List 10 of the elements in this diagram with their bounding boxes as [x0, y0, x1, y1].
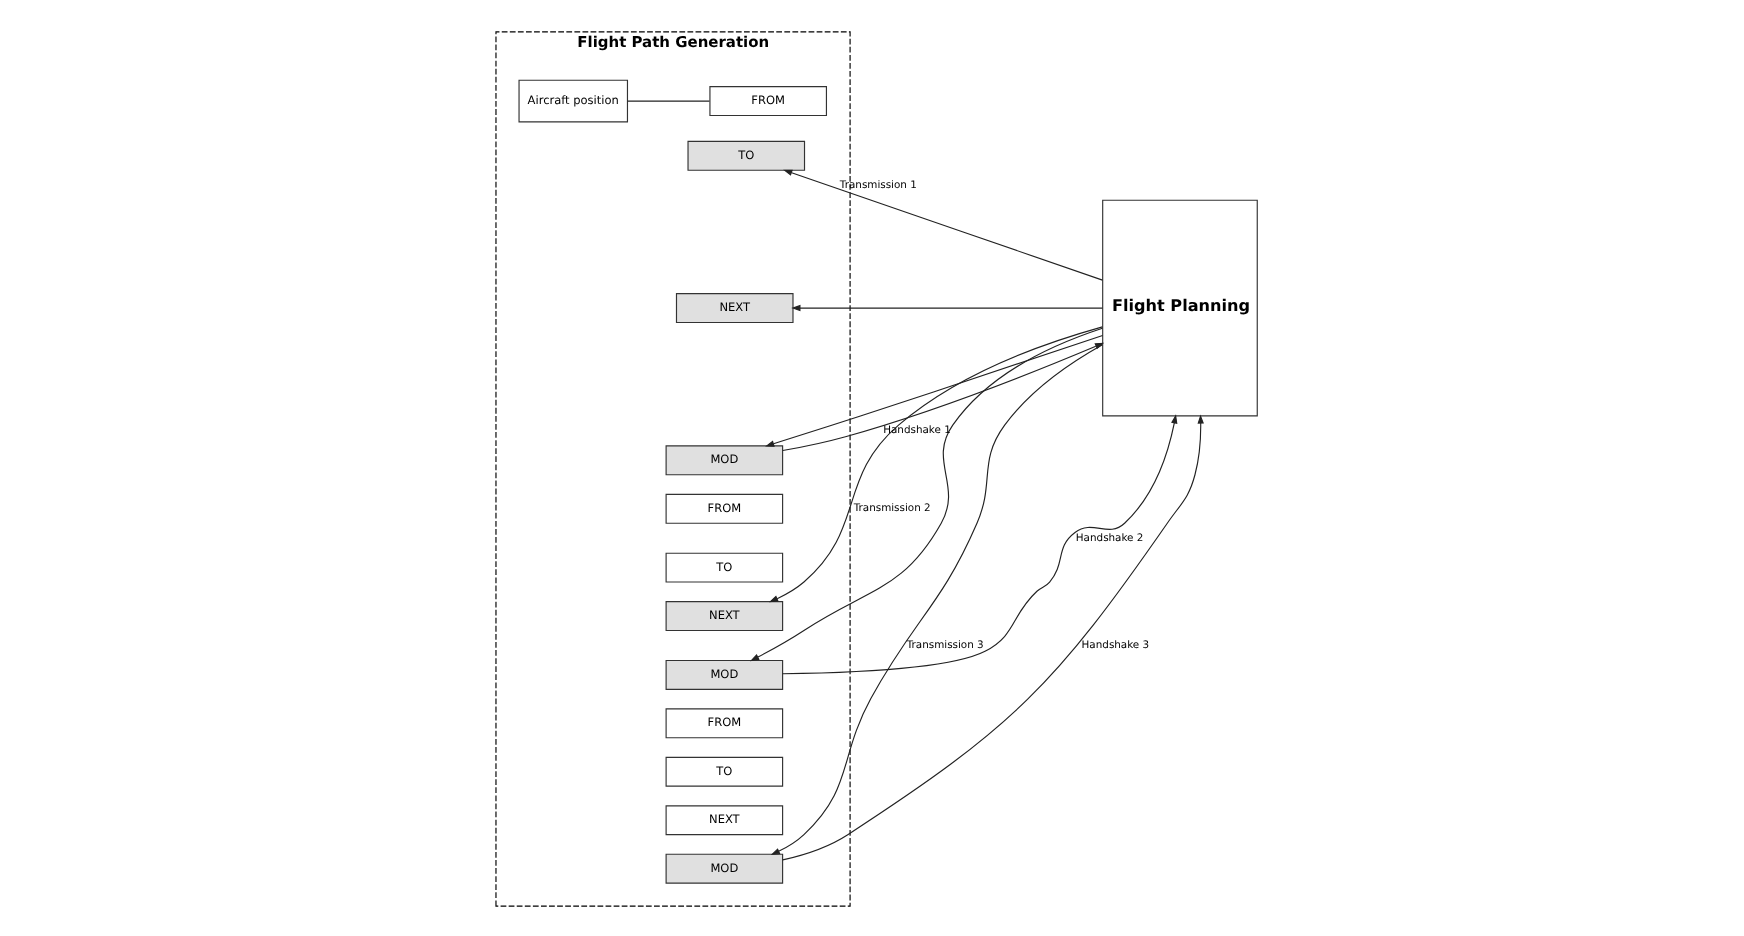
arrow [768, 325, 1103, 602]
arrow [765, 333, 1104, 446]
arrow [783, 168, 1104, 280]
arrow [782, 413, 1204, 860]
arrow [791, 303, 1104, 311]
arrow [782, 341, 1105, 451]
connector [627, 99, 711, 101]
arrow [750, 326, 1104, 661]
arrow [770, 343, 1103, 854]
arrow [782, 413, 1178, 674]
